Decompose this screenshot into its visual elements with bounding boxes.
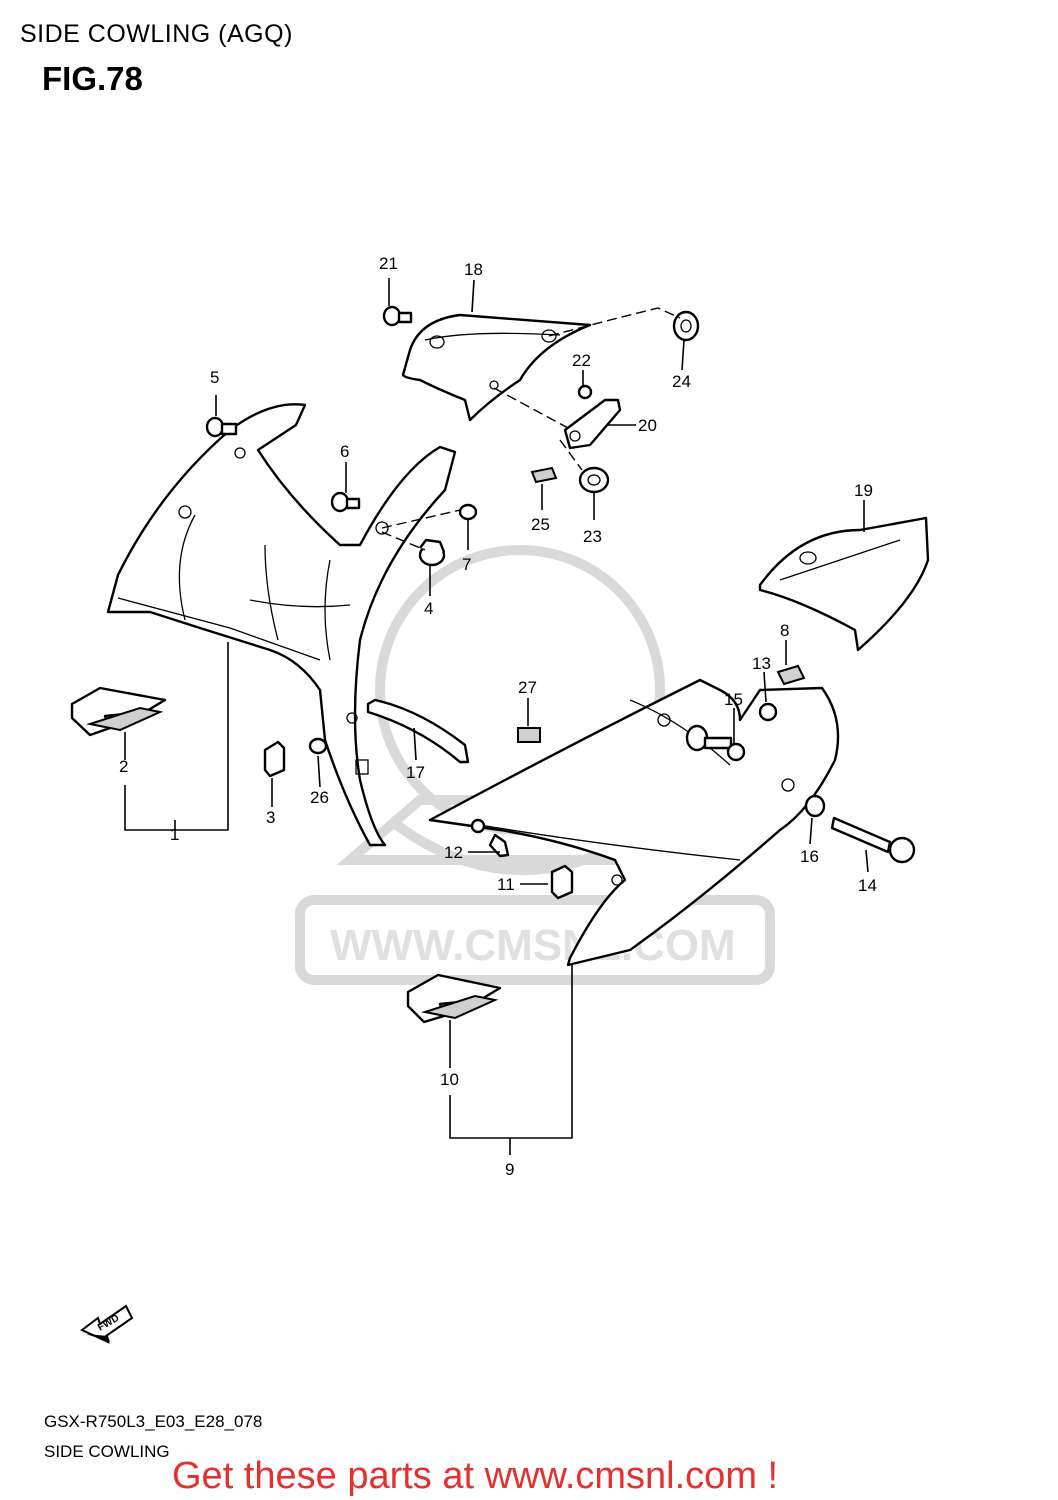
callout-16: 16: [800, 847, 819, 866]
part-22-screw[interactable]: [577, 384, 593, 400]
callout-11: 11: [497, 875, 515, 894]
part-4-grommet[interactable]: [418, 538, 446, 567]
callout-15: 15: [724, 690, 743, 709]
callout-25: 25: [531, 515, 550, 534]
callout-12: 12: [444, 843, 463, 862]
part-23-grommet[interactable]: [578, 466, 610, 494]
part-8-pad[interactable]: [776, 664, 806, 686]
callout-labels: 1 2 3 4 5 6 7 8 9 10 11 12 13 14 15 16 1…: [119, 254, 877, 1179]
diagram-caption: SIDE COWLING: [44, 1442, 170, 1461]
part-25-pad[interactable]: [530, 466, 558, 484]
part-15-bolt[interactable]: [685, 724, 746, 762]
part-13-nut[interactable]: [758, 702, 778, 722]
callout-27: 27: [518, 678, 537, 697]
callout-17: 17: [406, 763, 425, 782]
part-24-grommet[interactable]: [672, 310, 700, 342]
part-16-washer[interactable]: [804, 794, 826, 818]
callout-8: 8: [780, 621, 789, 640]
part-20-bracket[interactable]: [563, 398, 622, 450]
part-27-pad[interactable]: [517, 727, 541, 743]
callout-26: 26: [310, 788, 329, 807]
callout-6: 6: [340, 442, 349, 461]
promo-link[interactable]: Get these parts at www.cmsnl.com !: [172, 1455, 779, 1497]
watermark-text: WWW.CMSNL.COM: [330, 921, 736, 970]
diagram-title: SIDE COWLING (AGQ): [20, 20, 293, 48]
part-17-bracket[interactable]: [366, 698, 470, 764]
part-1-side-cowling[interactable]: [106, 403, 457, 847]
part-19-cover[interactable]: [758, 516, 930, 652]
callout-1: 1: [170, 825, 179, 844]
callout-21: 21: [379, 254, 398, 273]
forward-arrow-icon: FWD: [80, 1304, 134, 1344]
figure-number: FIG.78: [42, 60, 143, 97]
part-18-inner-panel[interactable]: [401, 313, 592, 422]
callout-7: 7: [462, 555, 471, 574]
callout-10: 10: [440, 1070, 459, 1089]
callout-2: 2: [119, 757, 128, 776]
part-26-screw[interactable]: [308, 737, 328, 755]
callout-13: 13: [752, 654, 771, 673]
callout-20: 20: [638, 416, 657, 435]
callout-19: 19: [854, 481, 873, 500]
part-10-emblem[interactable]: [406, 973, 502, 1024]
callout-23: 23: [583, 527, 602, 546]
callout-24: 24: [672, 372, 691, 391]
model-code: GSX-R750L3_E03_E28_078: [44, 1412, 263, 1431]
callout-5: 5: [210, 368, 219, 387]
part-3-clip[interactable]: [263, 740, 286, 778]
callout-14: 14: [858, 876, 877, 895]
part-11-clip[interactable]: [550, 864, 574, 900]
part-14-bolt[interactable]: [830, 816, 916, 864]
part-6-screw[interactable]: [330, 491, 361, 513]
part-12-screw[interactable]: [470, 818, 510, 858]
part-21-screw[interactable]: [382, 305, 413, 327]
callout-22: 22: [572, 351, 591, 370]
part-2-emblem[interactable]: [70, 686, 167, 737]
part-7-nut[interactable]: [458, 503, 478, 521]
callout-4: 4: [424, 599, 433, 618]
leader-lines: [124, 278, 869, 1155]
callout-18: 18: [464, 260, 483, 279]
callout-9: 9: [505, 1160, 514, 1179]
part-5-screw[interactable]: [205, 416, 238, 438]
callout-3: 3: [266, 808, 275, 827]
